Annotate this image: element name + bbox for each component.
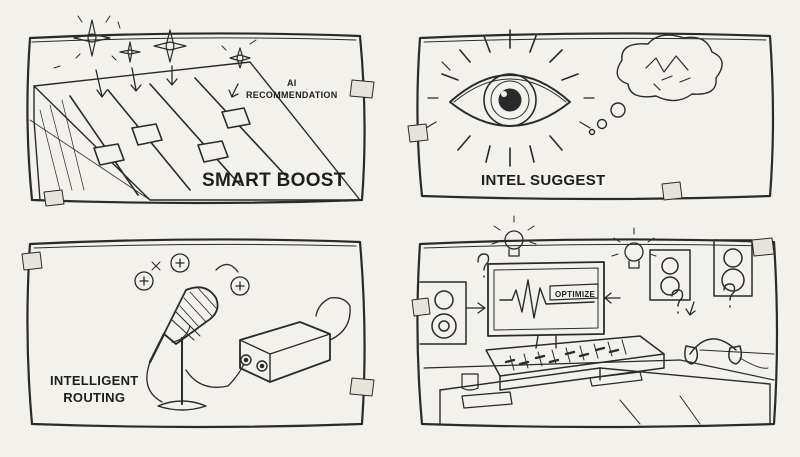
- routing-line-2: ROUTING: [63, 390, 126, 405]
- mixer-board: [29, 61, 361, 201]
- sparkle-icons: [53, 15, 257, 69]
- headphones-icon: [684, 338, 769, 369]
- audio-box-icon: [461, 391, 513, 409]
- question-mark-icons: [477, 253, 736, 314]
- arrows: [465, 292, 696, 316]
- optimize-button: OPTIMIZE: [555, 290, 596, 299]
- panel-studio: [411, 215, 779, 429]
- smart-boost-title: SMART BOOST: [202, 170, 346, 191]
- tape-strips: [21, 251, 375, 397]
- lightbulb-icon: [611, 227, 657, 269]
- audio-interface-icon: [239, 321, 331, 383]
- eye-icon: [425, 29, 595, 167]
- panel-intel-suggest: [407, 29, 775, 201]
- annotation-line-1: AI: [286, 78, 297, 88]
- mixing-console-icon: [485, 335, 665, 391]
- thought-bubble: [588, 34, 723, 136]
- signal-symbols: [134, 253, 250, 296]
- annotation-line-2: RECOMMENDATION: [246, 90, 338, 100]
- lightbulb-icon: [491, 215, 537, 257]
- tape-strips: [407, 123, 683, 201]
- right-speaker-icon: [649, 239, 753, 301]
- tape-strips: [411, 237, 775, 317]
- microphone-icon: [148, 286, 219, 411]
- panel-intelligent-routing: [21, 238, 375, 429]
- monitor-icon: [487, 261, 605, 349]
- recommendation-arrows: [95, 65, 239, 98]
- ai-recommendation-annotation: AI RECOMMENDATION: [246, 77, 338, 101]
- mug-icon: [461, 373, 479, 391]
- tape-strips: [43, 79, 375, 207]
- panel-smart-boost: [26, 15, 375, 207]
- cables: [146, 297, 351, 403]
- intel-suggest-title: INTEL SUGGEST: [481, 172, 606, 189]
- routing-line-1: INTELLIGENT: [50, 373, 139, 388]
- studio-desk: [439, 367, 771, 425]
- left-speaker-icon: [419, 281, 467, 345]
- intelligent-routing-title: INTELLIGENT ROUTING: [50, 372, 139, 406]
